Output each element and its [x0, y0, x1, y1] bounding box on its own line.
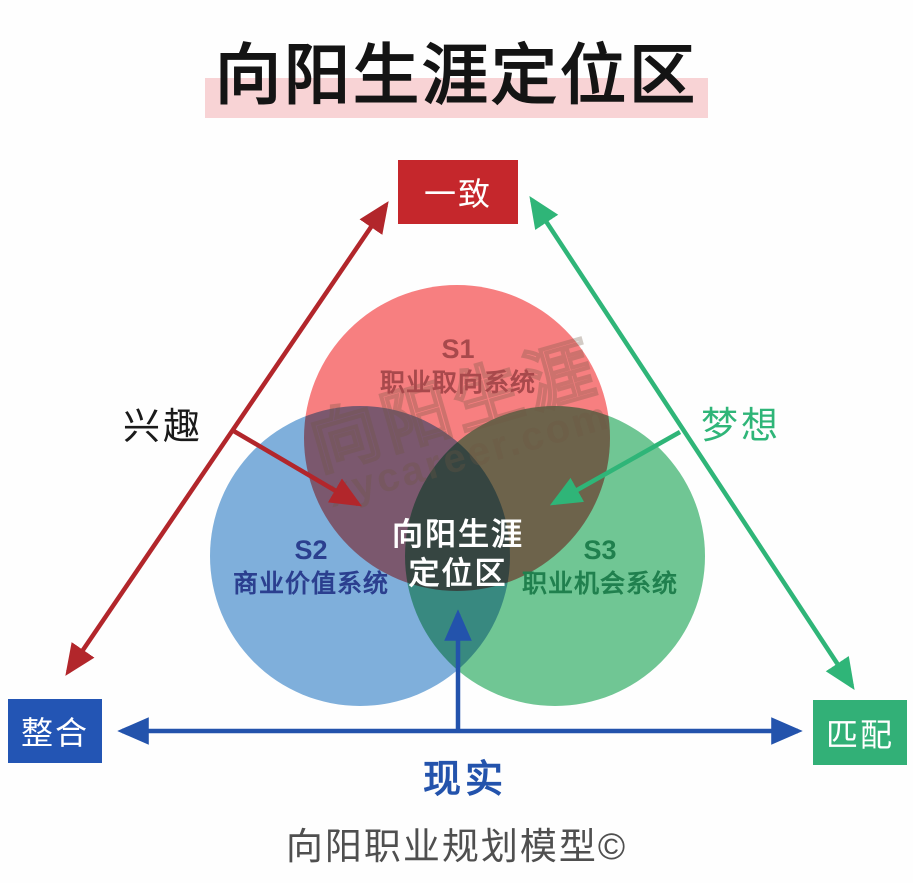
node-match-label: 匹配 — [825, 716, 894, 753]
node-consistency-label: 一致 — [423, 176, 492, 212]
s1-system-name: 职业取向系统 — [379, 369, 536, 398]
edge-dream-arrow — [529, 196, 855, 690]
node-integration-label: 整合 — [20, 715, 89, 751]
page-title: 向阳生涯定位区 — [0, 22, 913, 118]
center-zone-line2: 定位区 — [408, 555, 508, 591]
model-caption: 向阳职业规划模型© — [285, 826, 628, 867]
edge-interest-arrow — [65, 201, 389, 676]
node-integration: 整合 — [8, 699, 102, 763]
interest-label: 兴趣 — [123, 406, 203, 447]
center-zone-label: 向阳生涯 定位区 — [358, 516, 558, 594]
reality-label: 现实 — [422, 759, 507, 801]
node-match: 匹配 — [813, 700, 907, 765]
s1-code: S1 — [441, 334, 475, 364]
interest-branch-arrow — [230, 428, 363, 507]
node-consistency: 一致 — [398, 160, 518, 224]
center-zone-line1: 向阳生涯 — [392, 517, 524, 552]
circle-label-s1: S1 职业取向系统 — [308, 332, 608, 400]
dream-label: 梦想 — [701, 405, 781, 446]
dream-branch-arrow — [549, 430, 682, 506]
